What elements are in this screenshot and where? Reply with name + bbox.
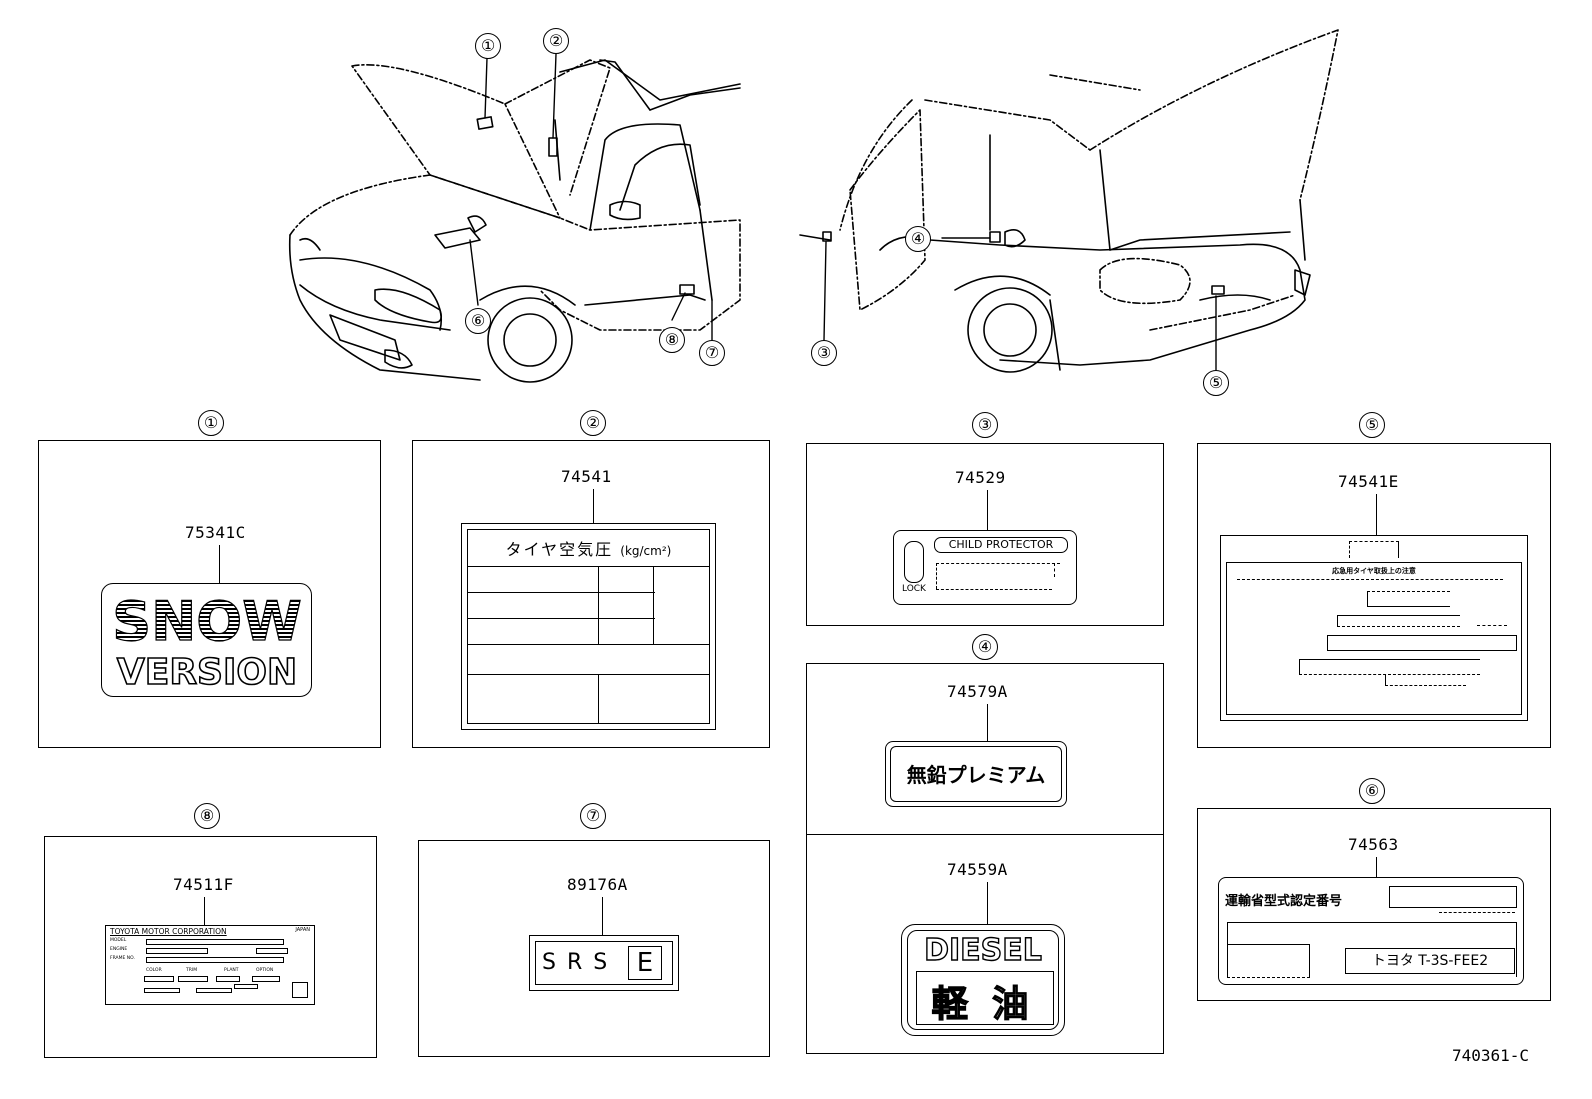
part-number-74541: 74541 [561,467,612,486]
srs-label: S R S E [529,935,679,991]
leader-line [593,489,594,524]
type-approval-label: 運輸省型式認定番号 トヨタ T-3S-FEE2 [1218,877,1524,985]
panel-8: 74511F TOYOTA MOTOR CORPORATION JAPAN MO… [44,836,377,1058]
snow-text-graphic: SNOW VERSION [112,589,303,693]
callout-4-top: ④ [905,226,931,252]
lock-slot [904,541,924,583]
panel-5: 74541E 応急用タイヤ取扱上の注意 [1197,443,1551,748]
spare-tire-caution-label: 応急用タイヤ取扱上の注意 [1220,535,1528,721]
panel-8-callout: ⑧ [194,803,220,829]
panel-7-callout: ⑦ [580,803,606,829]
callout-7-top: ⑦ [699,340,725,366]
tire-pressure-text: タイヤ空気圧 [505,540,614,559]
rear-car-drawing [799,29,1339,373]
part-number-89176A: 89176A [567,875,628,894]
panel-4-callout: ④ [972,634,998,660]
panel-3: 74529 LOCK CHILD PROTECTOR [806,443,1164,626]
diagram-reference-number: 740361-C [1452,1046,1530,1065]
frame-no-text: FRAME NO. [110,956,135,961]
child-protector-text: CHILD PROTECTOR [948,538,1054,551]
callout-6-top: ⑥ [465,308,491,334]
callout-3-top: ③ [811,340,837,366]
panel-4: 74579A 無鉛プレミアム 74559A DIESEL 軽 油 [806,663,1164,1054]
callout-5-top: ⑤ [1203,370,1229,396]
part-number-74541E: 74541E [1338,472,1399,491]
light-oil-text: 軽 油 [931,983,1035,1025]
panel-2: 74541 タイヤ空気圧 (kg/cm²) [412,440,770,748]
srs-text: S R S [542,950,610,975]
version-text: VERSION [117,652,297,693]
type-approval-text: 運輸省型式認定番号 [1225,894,1343,909]
srs-box: E [628,946,662,980]
model-text: MODEL [110,938,127,943]
part-number-74579A: 74579A [947,682,1008,701]
plant-text: PLANT [224,968,239,973]
part-number-74563: 74563 [1348,835,1399,854]
snow-text: SNOW [112,590,302,653]
leader-line [204,897,205,925]
part-number-74529: 74529 [955,468,1006,487]
leader-line [219,545,220,583]
leader-line [987,704,988,742]
callout-8-top: ⑧ [659,327,685,353]
diesel-text: DIESEL [923,932,1042,968]
tire-pressure-label: タイヤ空気圧 (kg/cm²) [461,523,716,730]
unleaded-premium-text: 無鉛プレミアム [906,763,1046,787]
lock-text: LOCK [902,584,926,594]
part-number-74559A: 74559A [947,860,1008,879]
vin-plate-label: TOYOTA MOTOR CORPORATION JAPAN MODEL ENG… [105,925,315,1005]
engine-text: ENGINE [110,947,128,952]
diesel-label: DIESEL 軽 油 [901,924,1065,1036]
part-number-75341C: 75341C [185,523,246,542]
trim-text: TRIM [186,968,198,973]
panel-5-callout: ⑤ [1359,412,1385,438]
japan-text: JAPAN [295,927,310,933]
panel-3-callout: ③ [972,412,998,438]
callout-1-top: ① [475,33,501,59]
vehicle-illustrations [288,29,1339,383]
toyota-code-text: トヨタ T-3S-FEE2 [1371,953,1489,969]
tire-unit-text: (kg/cm²) [620,544,672,558]
child-protector-title: CHILD PROTECTOR [934,537,1068,553]
panel-7: 89176A S R S E [418,840,770,1057]
leader-line [987,490,988,530]
front-car-drawing [288,59,741,383]
leader-line [987,882,988,924]
part-number-74511F: 74511F [173,875,234,894]
panel-4-divider [807,834,1163,835]
leader-line [602,897,603,935]
leader-line [1376,857,1377,879]
panel-2-callout: ② [580,410,606,436]
panel-1: 75341C SNOW VERSION [38,440,381,748]
snow-version-label: SNOW VERSION [101,583,312,697]
panel-6-callout: ⑥ [1359,778,1385,804]
spare-tire-caution-title: 応急用タイヤ取扱上の注意 [1332,567,1416,575]
panel-1-callout: ① [198,410,224,436]
panel-6: 74563 運輸省型式認定番号 トヨタ T-3S-FEE2 [1197,808,1551,1001]
option-text: OPTION [256,968,274,973]
unleaded-premium-label: 無鉛プレミアム [885,741,1067,807]
toyota-corp-text: TOYOTA MOTOR CORPORATION [110,927,227,936]
color-text: COLOR [146,968,162,973]
callout-2-top: ② [543,28,569,54]
leader-line [1376,494,1377,536]
child-protector-label: LOCK CHILD PROTECTOR [893,530,1077,605]
tire-pressure-title: タイヤ空気圧 (kg/cm²) [468,536,709,560]
